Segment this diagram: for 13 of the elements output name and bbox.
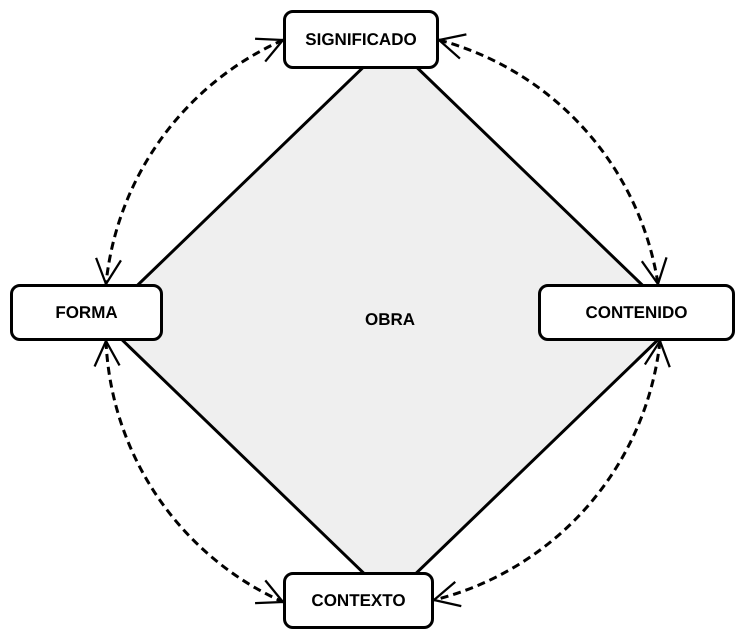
label-box xyxy=(283,10,439,69)
dashed-arrow xyxy=(95,340,284,604)
node-label: OBRA xyxy=(364,310,416,330)
dashed-arrow xyxy=(96,38,284,286)
node-label: CONTEXTO xyxy=(311,590,406,610)
label-box xyxy=(283,572,434,629)
node-label: SIGNIFICADO xyxy=(305,30,417,50)
dashed-arrow xyxy=(438,35,666,286)
dashed-arrow xyxy=(432,340,670,606)
node-label: FORMA xyxy=(55,302,118,322)
label-box xyxy=(10,284,163,341)
node-label: CONTENIDO xyxy=(586,302,688,322)
label-box xyxy=(538,284,735,341)
